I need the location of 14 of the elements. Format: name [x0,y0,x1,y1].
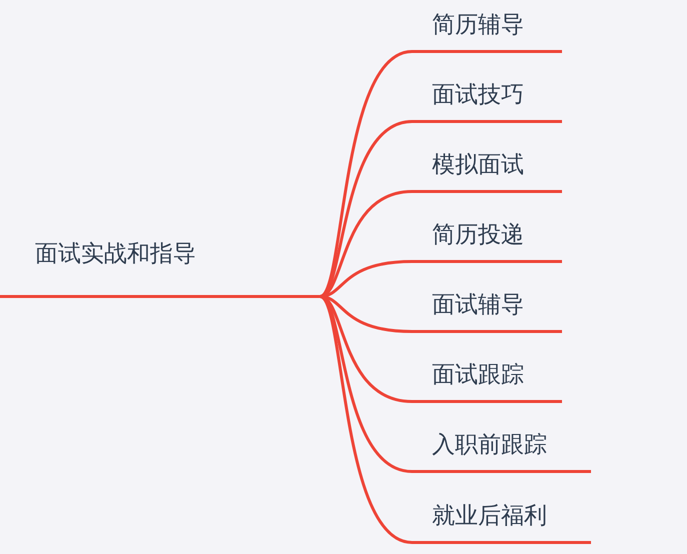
branch-line [319,295,412,544]
branch-label: 简历投递 [412,213,562,263]
branch-label: 面试技巧 [412,73,562,123]
branch-label: 模拟面试 [412,143,562,193]
topic-label: 面试实战和指导 [0,236,320,298]
branch-label: 入职前跟踪 [412,423,591,473]
branch-label: 面试辅导 [412,283,562,333]
branch-label: 就业后福利 [412,494,591,544]
branch-label: 面试跟踪 [412,353,562,403]
branch-label: 简历辅导 [412,3,562,53]
branch-line [319,295,412,403]
branch-line [319,295,412,473]
branch-line [319,50,412,298]
branch-line [319,190,412,298]
